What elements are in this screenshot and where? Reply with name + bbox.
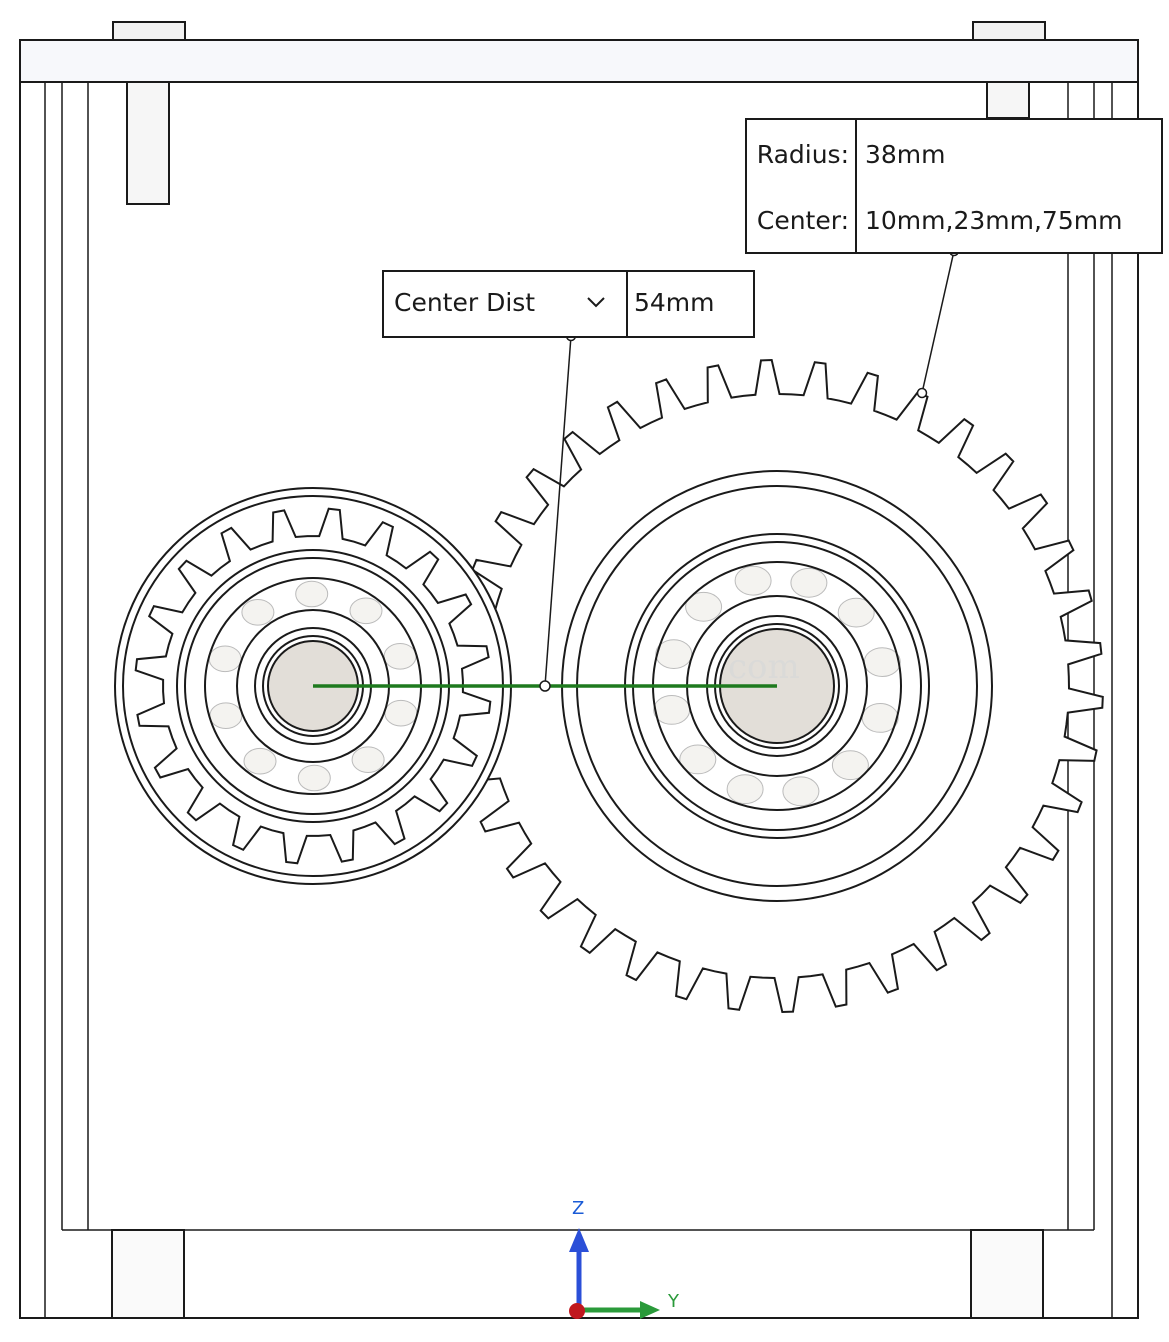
large-bearing-ball xyxy=(679,744,717,775)
center-distance-midpoint xyxy=(539,680,551,692)
large-bearing-ball xyxy=(790,567,828,598)
large-bearing-ball xyxy=(782,776,820,807)
radius-label: Radius: xyxy=(756,140,849,169)
bolt-right-bottom xyxy=(970,1229,1044,1319)
center-value: 10mm,23mm,75mm xyxy=(865,206,1123,235)
small-bearing-ball xyxy=(241,599,275,626)
distance-callout[interactable]: Center Dist 54mm xyxy=(382,270,755,338)
measure-labels: Radius: Center: xyxy=(747,120,857,252)
small-bearing-ball xyxy=(208,645,242,673)
large-bearing-ball xyxy=(734,565,772,596)
bolt-left-bottom xyxy=(111,1229,185,1319)
small-bearing-ball xyxy=(351,746,385,774)
radius-value: 38mm xyxy=(865,140,946,169)
small-bearing-ball xyxy=(383,643,417,670)
triad-y-label: Y xyxy=(667,1291,680,1312)
center-label: Center: xyxy=(756,206,849,235)
large-bearing-ball xyxy=(726,774,764,805)
chevron-down-icon[interactable] xyxy=(584,290,608,314)
small-bearing-ball xyxy=(349,597,383,625)
small-bearing-ball xyxy=(209,702,243,730)
bolt-right-top xyxy=(972,21,1046,119)
top-cover-plate xyxy=(19,39,1139,83)
bolt-left-top xyxy=(112,21,186,205)
triad-icon[interactable]: Z Y xyxy=(569,1198,680,1319)
small-bearing-ball xyxy=(295,580,329,608)
distance-mode-label: Center Dist xyxy=(394,288,536,317)
small-bearing-ball xyxy=(297,764,331,792)
large-bearing-ball xyxy=(653,695,691,725)
large-bearing-ball xyxy=(831,750,869,781)
large-bearing-ball xyxy=(863,647,901,677)
large-bearing-ball xyxy=(837,597,875,628)
distance-value: 54mm xyxy=(634,288,715,317)
large-bearing-ball xyxy=(685,591,723,622)
small-bearing-ball xyxy=(384,699,418,727)
small-bearing-ball xyxy=(243,747,277,775)
triad-z-label: Z xyxy=(572,1198,584,1219)
measure-callout[interactable]: Radius: Center: 38mm 10mm,23mm,75mm xyxy=(745,118,1163,254)
watermark-text: com xyxy=(728,647,800,687)
gear-edge-point xyxy=(916,387,928,399)
distance-mode-select[interactable]: Center Dist xyxy=(384,272,628,336)
